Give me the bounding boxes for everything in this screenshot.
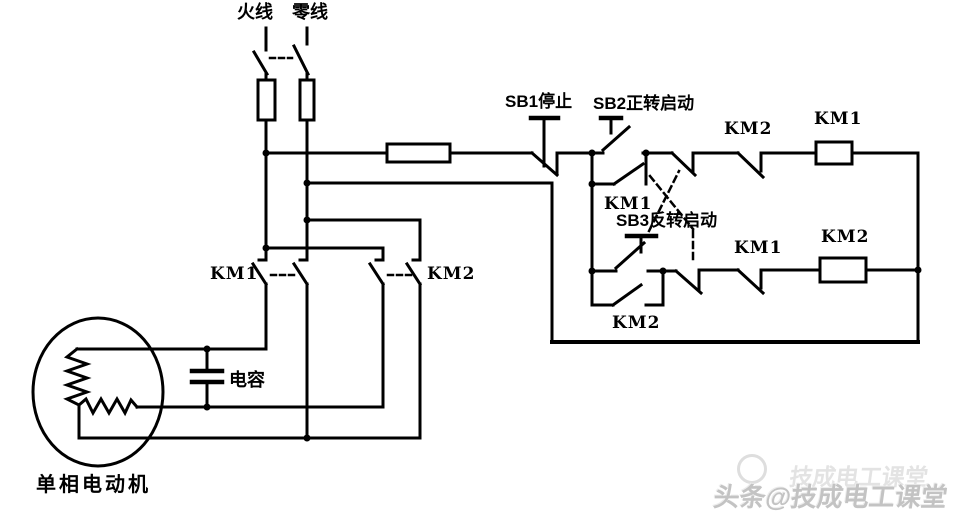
capacitor bbox=[189, 347, 225, 409]
fuses bbox=[256, 78, 452, 164]
watermark-text: 头条@技成电工课堂 bbox=[711, 482, 950, 512]
control-row1 bbox=[528, 115, 920, 307]
km2-pole1-blade bbox=[367, 261, 386, 287]
km2-selfhold-label: KM2 bbox=[612, 313, 661, 333]
km2-main-contacts-label: KM2 bbox=[427, 264, 476, 284]
sb2-no-blade bbox=[600, 124, 632, 153]
km2-coil-label: KM2 bbox=[821, 227, 870, 247]
live-wire-label: 火线 bbox=[237, 2, 273, 22]
sb3-no-blade bbox=[613, 240, 647, 271]
control-row2 bbox=[590, 233, 920, 308]
km1-pole1-blade bbox=[250, 261, 269, 287]
wire-cross-neutral-km2 bbox=[305, 218, 422, 262]
km1-selfhold-blade bbox=[611, 161, 646, 187]
km1-main-contacts bbox=[250, 258, 310, 287]
km2-pole2-blade bbox=[404, 261, 423, 287]
junction-dot bbox=[262, 244, 270, 252]
km2-selfhold-blade bbox=[610, 282, 644, 308]
junction-dot bbox=[303, 179, 311, 187]
main-winding-zigzag bbox=[62, 346, 92, 408]
junction-dot bbox=[303, 434, 311, 442]
sb1-stop-label: SB1停止 bbox=[505, 92, 573, 111]
sb3-reverse-label: SB3反转启动 bbox=[616, 211, 718, 230]
power-wires bbox=[264, 118, 554, 262]
start-winding-zigzag bbox=[76, 395, 140, 417]
junction-dot bbox=[303, 216, 311, 224]
wire-cross-live-km2 bbox=[264, 246, 385, 262]
motor-circle bbox=[31, 316, 165, 468]
sb3-link-diagonal bbox=[647, 169, 681, 233]
watermark-logo-icon bbox=[737, 454, 767, 484]
sb2-link-diagonal bbox=[648, 174, 695, 231]
km1-coil bbox=[814, 140, 854, 166]
km1-interlock-label: KM1 bbox=[734, 238, 783, 258]
junction-dot bbox=[203, 403, 211, 411]
km2-main-contacts bbox=[367, 258, 423, 287]
main-switch bbox=[251, 26, 311, 82]
neutral-wire-label: 零线 bbox=[292, 2, 328, 22]
junction-dot bbox=[588, 149, 596, 157]
sb3-nc-blade-row1 bbox=[669, 150, 698, 178]
km1-main-contacts-label: KM1 bbox=[210, 264, 259, 284]
km1-interlock-blade bbox=[735, 267, 766, 296]
junction-dot bbox=[262, 149, 270, 157]
sb2-forward-label: SB2正转启动 bbox=[593, 94, 695, 113]
control-frame bbox=[550, 151, 920, 344]
junction-dot bbox=[588, 267, 596, 275]
junction-dot bbox=[203, 345, 211, 353]
junction-dot bbox=[914, 266, 922, 274]
km2-coil bbox=[818, 256, 868, 284]
km2-selfhold-return bbox=[644, 269, 665, 307]
junction-dot bbox=[588, 180, 596, 188]
capacitor-label: 电容 bbox=[229, 370, 265, 390]
km2-interlock-label: KM2 bbox=[724, 119, 773, 139]
km1-pole2-blade bbox=[291, 261, 310, 287]
neutral-switch-blade bbox=[291, 43, 311, 77]
km1-selfhold-label: KM1 bbox=[604, 194, 653, 214]
sb2-nc-blade-row2 bbox=[673, 268, 704, 296]
km1-coil-label: KM1 bbox=[814, 109, 863, 129]
motor-label: 单相电动机 bbox=[36, 474, 151, 496]
km2-interlock-blade bbox=[735, 150, 766, 180]
fuse-live bbox=[256, 78, 277, 122]
motor-wires bbox=[75, 282, 422, 440]
junction-dot bbox=[642, 149, 650, 157]
junction-dot bbox=[659, 267, 667, 275]
junction-dots bbox=[203, 149, 922, 442]
motor bbox=[31, 316, 165, 468]
live-switch-blade bbox=[251, 49, 270, 77]
sb1-nc-blade bbox=[529, 150, 560, 178]
button-links bbox=[647, 169, 695, 266]
fuse-control bbox=[385, 142, 452, 164]
fuse-neutral bbox=[298, 78, 316, 122]
